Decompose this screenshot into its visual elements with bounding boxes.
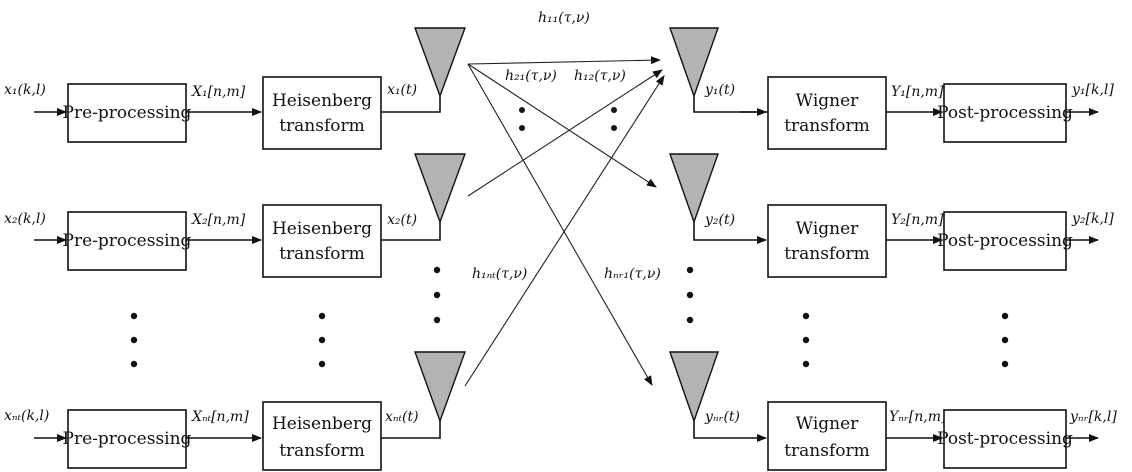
rx2-wigner-block: [767, 204, 887, 278]
tx1-heisenberg-label-1: Heisenberg: [272, 91, 372, 111]
tx2-input-label: x₂(k,l): [4, 211, 46, 227]
txnt-output-label: xₙₜ(t): [385, 409, 419, 425]
tx-row-nt: xₙₜ(k,l) Pre-processing Xₙₜ[n,m] Heisenb…: [4, 351, 466, 471]
tx2-heisenberg-label-1: Heisenberg: [272, 219, 372, 239]
rx1-postprocessing-label: Post-processing: [937, 103, 1073, 123]
tx1-heisenberg-block: [262, 76, 382, 150]
rx1-wigner-label-1: Wigner: [796, 91, 860, 111]
tx-row-1: x₁(k,l) Pre-processing X₁[n,m] Heisenber…: [4, 27, 467, 150]
txnt-heisenberg-label-1: Heisenberg: [272, 414, 372, 434]
tx2-preprocessing-label: Pre-processing: [63, 231, 192, 251]
rxnr-antenna-icon: [669, 351, 719, 424]
tx1-output-label: x₁(t): [387, 82, 417, 98]
tx2-heisenberg-label-2: transform: [279, 244, 365, 264]
tx-ellipsis-dots: [130, 266, 441, 368]
channel-h1nt-label: h₁ₙₜ(τ,ν): [472, 266, 527, 282]
rx2-antenna-feed: [693, 222, 740, 241]
tx1-preprocessing-block: [67, 83, 187, 143]
rx2-wigner-label-1: Wigner: [796, 219, 860, 239]
channel-h1nt-arrow: [464, 75, 665, 387]
tx2-output-label: x₂(t): [387, 212, 417, 228]
rx1-input-label: y₁(t): [704, 82, 735, 98]
channel-h12-arrow: [467, 69, 663, 197]
tx2-preprocessing-block: [67, 211, 187, 271]
tx1-mid-label: X₁[n,m]: [191, 84, 246, 100]
tx2-antenna-icon: [413, 153, 467, 225]
tx2-mid-label: X₂[n,m]: [191, 212, 246, 228]
rx-row-nr: yₙᵣ(t) Wigner transform Yₙᵣ[n,m] Post-pr…: [669, 351, 1117, 471]
rx-row-1: y₁(t) Wigner transform Y₁[n,m] Post-proc…: [669, 27, 1114, 150]
txnt-input-label: xₙₜ(k,l): [4, 408, 49, 424]
rx2-antenna-icon: [669, 153, 719, 225]
channel-h21-label: h₂₁(τ,ν): [505, 68, 557, 84]
tx-row-2: x₂(k,l) Pre-processing X₂[n,m] Heisenber…: [4, 153, 467, 278]
tx1-antenna-icon: [413, 27, 467, 99]
tx1-antenna-feed: [381, 96, 441, 113]
tx1-heisenberg-label-2: transform: [279, 116, 365, 136]
rxnr-wigner-label-2: transform: [784, 441, 870, 461]
tx1-preprocessing-label: Pre-processing: [63, 103, 192, 123]
rx1-postprocessing-block: [943, 83, 1067, 143]
rx1-mid-label: Y₁[n,m]: [891, 84, 944, 100]
rxnr-mid-label: Yₙᵣ[n,m]: [889, 409, 947, 425]
channel-h11-label: h₁₁(τ,ν): [538, 10, 590, 26]
txnt-antenna-icon: [414, 351, 466, 424]
rx1-antenna-icon: [669, 27, 719, 99]
tx2-antenna-feed: [381, 222, 441, 241]
rxnr-wigner-block: [767, 401, 887, 471]
channel-hnr1-arrow: [467, 63, 653, 386]
txnt-antenna-feed: [381, 421, 441, 439]
rx1-wigner-label-2: transform: [784, 116, 870, 136]
txnt-preprocessing-label: Pre-processing: [63, 429, 192, 449]
channel-h11-arrow: [467, 56, 661, 65]
channel-hnr1-label: hₙᵣ₁(τ,ν): [604, 266, 661, 282]
rx1-antenna-feed: [693, 96, 768, 113]
channel-h21-arrow: [467, 63, 657, 188]
rxnr-antenna-feed: [693, 421, 740, 439]
txnt-heisenberg-label-2: transform: [279, 441, 365, 461]
rx2-postprocessing-block: [943, 211, 1067, 271]
rx2-output-label: y₂[k,l]: [1071, 211, 1114, 227]
tx1-input-label: x₁(k,l): [4, 82, 46, 98]
txnt-heisenberg-block: [262, 401, 382, 471]
rx1-wigner-block: [767, 76, 887, 150]
rx2-mid-label: Y₂[n,m]: [891, 212, 944, 228]
channel-paths: h₁₁(τ,ν) h₂₁(τ,ν) h₁₂(τ,ν) h₁ₙₜ(τ,ν) hₙᵣ…: [464, 10, 665, 387]
rxnr-input-label: yₙᵣ(t): [704, 409, 740, 425]
rx2-postprocessing-label: Post-processing: [937, 231, 1073, 251]
rx1-output-label: y₁[k,l]: [1071, 82, 1114, 98]
rx2-input-label: y₂(t): [704, 212, 735, 228]
txnt-preprocessing-block: [67, 409, 187, 469]
channel-h12-label: h₁₂(τ,ν): [574, 68, 626, 84]
rxnr-postprocessing-block: [943, 409, 1067, 469]
tx2-heisenberg-block: [262, 204, 382, 278]
rxnr-postprocessing-label: Post-processing: [937, 429, 1073, 449]
rxnr-wigner-label-1: Wigner: [796, 414, 860, 434]
rx-row-2: y₂(t) Wigner transform Y₂[n,m] Post-proc…: [669, 153, 1114, 278]
rx2-wigner-label-2: transform: [784, 244, 870, 264]
rxnr-output-label: yₙᵣ[k,l]: [1069, 409, 1117, 425]
rx-ellipsis-dots: [686, 266, 1009, 368]
txnt-mid-label: Xₙₜ[n,m]: [191, 409, 249, 425]
